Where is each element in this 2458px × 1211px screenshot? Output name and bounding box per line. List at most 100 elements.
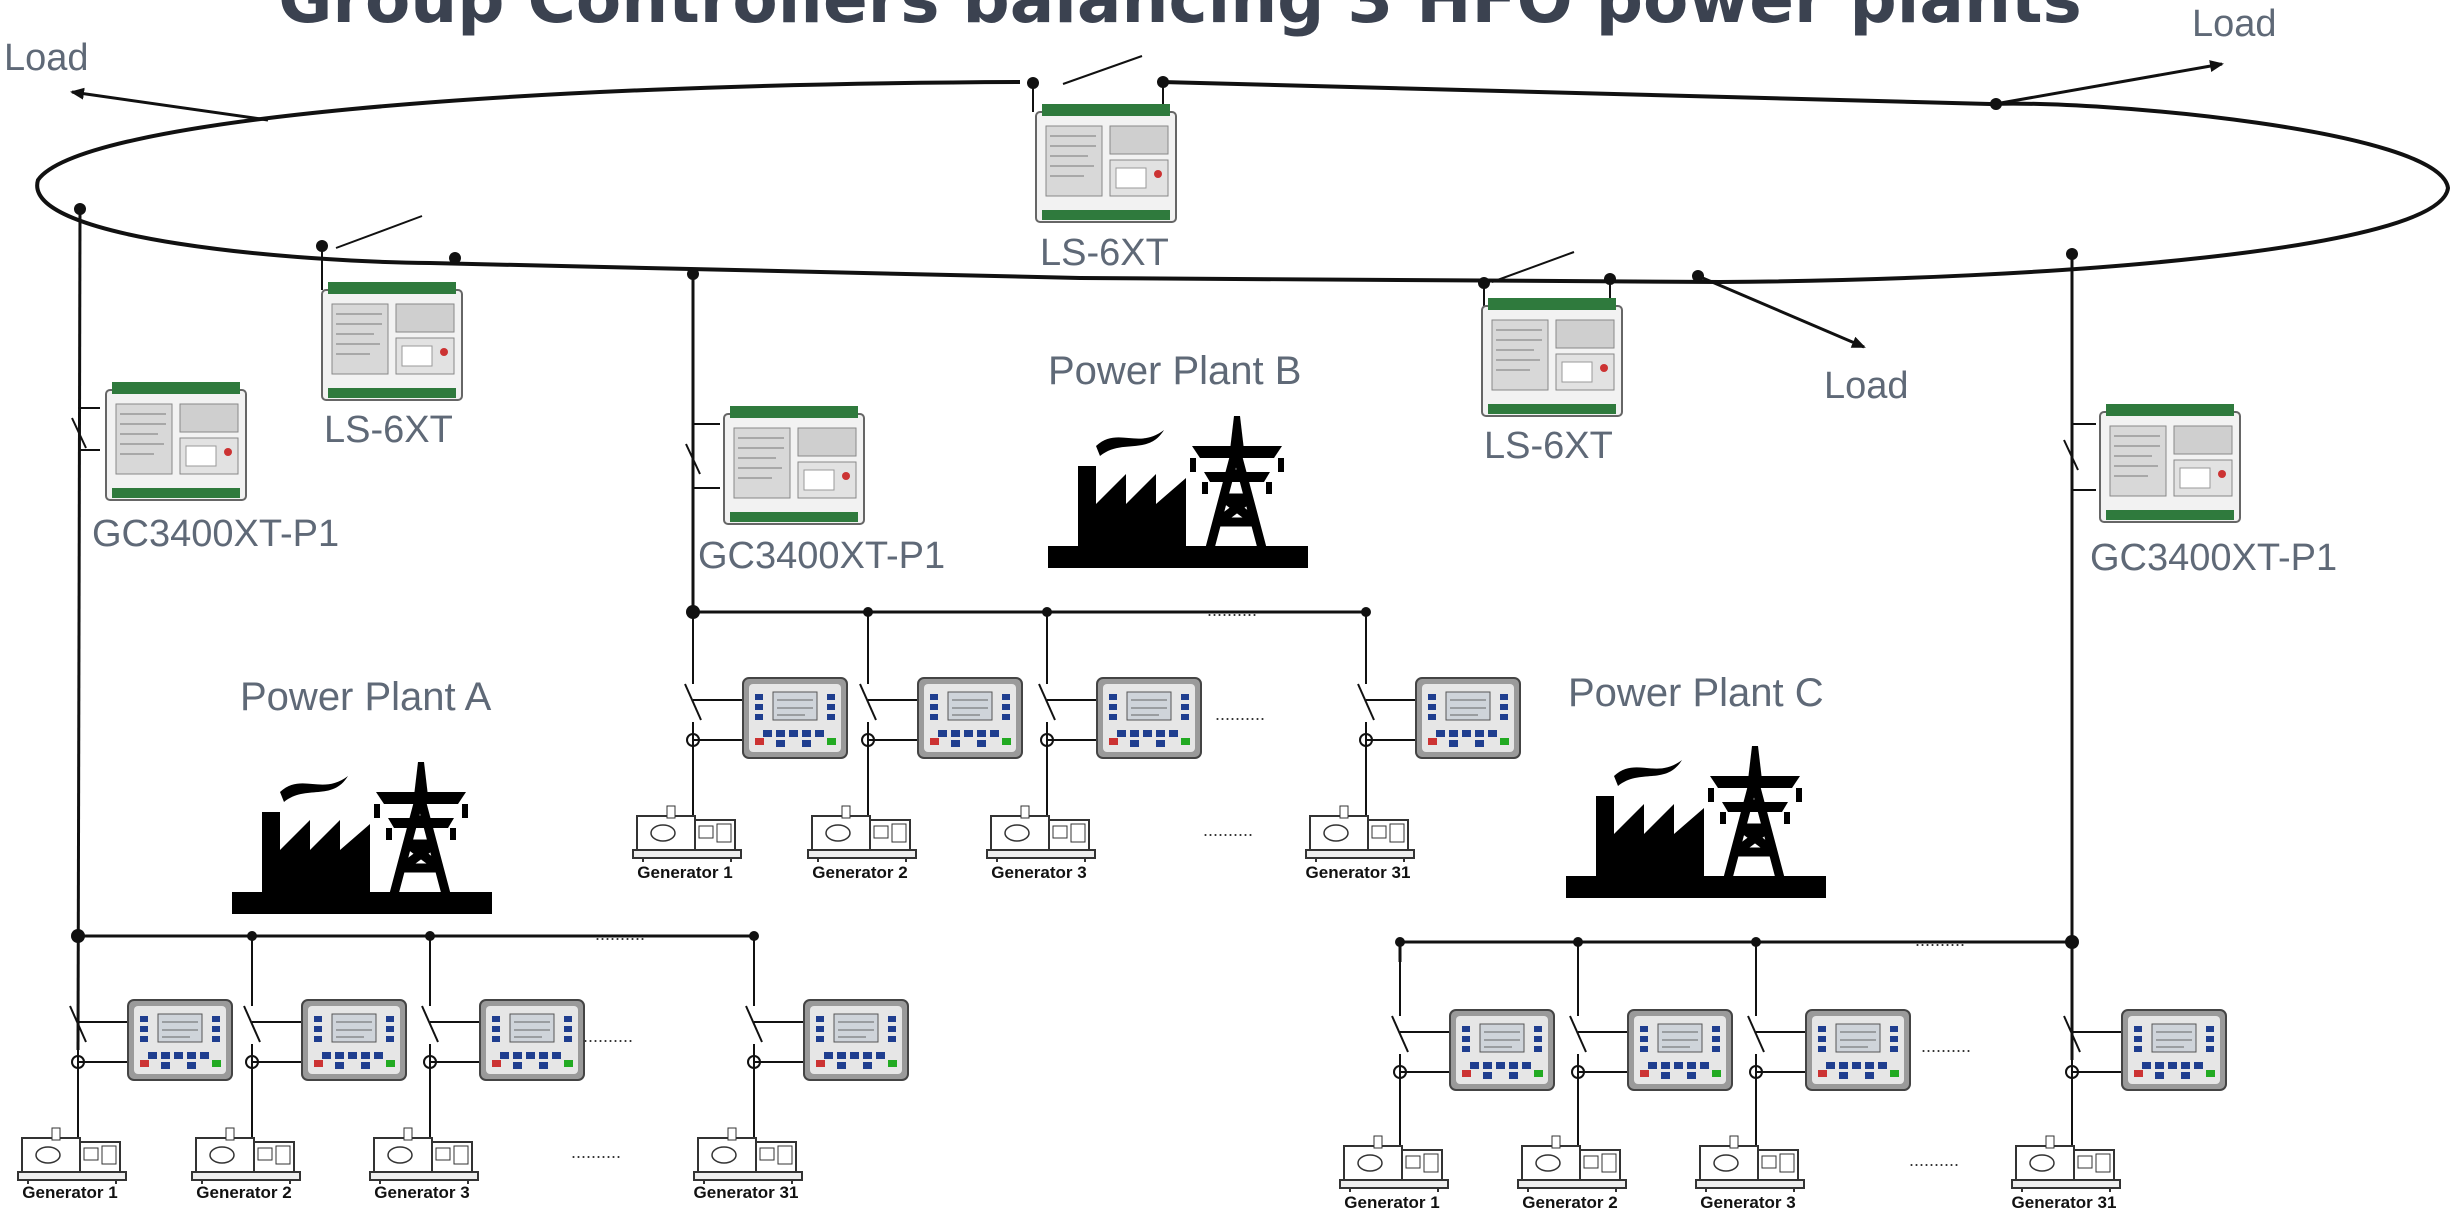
- generator-row-b: Generator 1 Generator 2 Generator 3 Generat…: [632, 600, 1521, 882]
- generator-row-c: Generator 1 Generator 2 Generator 3 Generat…: [1339, 930, 2227, 1211]
- gc-label-c: GC3400XT-P1: [2090, 537, 2337, 579]
- generator-set: [191, 1127, 301, 1185]
- ellipsis-bus: ..........: [1207, 600, 1257, 620]
- genset-controller: [1627, 1009, 1733, 1091]
- ellipsis-bus: ..........: [595, 924, 645, 944]
- genset-controller: [301, 999, 407, 1081]
- generator-set: [693, 1127, 803, 1185]
- plant-b-feeder: GC3400XT-P1: [685, 274, 945, 619]
- plant-c-icon: [1566, 746, 1826, 898]
- generator-label: Generator 1: [637, 863, 732, 882]
- ls-module-top: LS-6XT: [1032, 82, 1177, 274]
- plant-a-label: Power Plant A: [240, 675, 492, 719]
- genset-controller: [1805, 1009, 1911, 1091]
- breaker-blade: [684, 683, 702, 721]
- breaker-blade: [1038, 683, 1056, 721]
- generator-label: Generator 3: [374, 1183, 469, 1202]
- generator-label: Generator 3: [991, 863, 1086, 882]
- genset-controller: [127, 999, 233, 1081]
- load-label-left: Load: [4, 37, 89, 79]
- generator-label: Generator 31: [2012, 1193, 2117, 1211]
- ring-breaker-top: [1062, 55, 1143, 85]
- ellipsis-generators: ..........: [1909, 1150, 1959, 1170]
- plant-b-icon: [1048, 416, 1308, 568]
- load-label-right: Load: [2192, 3, 2277, 45]
- generator-set: [2011, 1135, 2121, 1193]
- genset-controller: [479, 999, 585, 1081]
- generator-set: [1695, 1135, 1805, 1193]
- generator-unit: Generator 31: [1305, 607, 1521, 882]
- plant-a-icon: [232, 762, 492, 914]
- generator-unit: Generator 2: [1517, 937, 1733, 1211]
- genset-controller: [1449, 1009, 1555, 1091]
- breaker-blade: [421, 1005, 439, 1043]
- junction-dot: [449, 252, 461, 264]
- generator-set: [1305, 805, 1415, 863]
- generator-set: [986, 805, 1096, 863]
- diagram-title: Group Controllers balancing 3 HFO power …: [278, 0, 2082, 38]
- generator-row-a: Generator 1 Generator 2 Generator 3 Generat…: [17, 924, 909, 1202]
- load-arrow-right: [1994, 60, 2224, 106]
- ls-label-left: LS-6XT: [324, 409, 453, 451]
- plant-b-label: Power Plant B: [1048, 349, 1301, 393]
- generator-unit: Generator 1: [1339, 937, 1555, 1211]
- generator-unit: Generator 31: [2011, 937, 2227, 1211]
- generator-set: [17, 1127, 127, 1185]
- ellipsis-controllers: ..........: [1215, 704, 1265, 724]
- generator-label: Generator 2: [196, 1183, 291, 1202]
- generator-unit: Generator 3: [1695, 937, 1911, 1211]
- generator-unit: Generator 2: [807, 607, 1023, 882]
- generator-unit: Generator 3: [986, 607, 1202, 882]
- generator-label: Generator 1: [1344, 1193, 1439, 1211]
- generator-label: Generator 2: [812, 863, 907, 882]
- genset-controller: [1096, 677, 1202, 759]
- genset-controller: [803, 999, 909, 1081]
- ls-label-right: LS-6XT: [1484, 425, 1613, 467]
- ring-bus: [35, 80, 2451, 285]
- generator-set: [1517, 1135, 1627, 1193]
- ellipsis-controllers: ..........: [583, 1026, 633, 1046]
- generator-set: [807, 805, 917, 863]
- breaker-blade: [1569, 1015, 1587, 1053]
- generator-set: [369, 1127, 479, 1185]
- generator-unit: Generator 2: [191, 931, 407, 1202]
- generator-set: [632, 805, 742, 863]
- junction-dot: [1692, 270, 1704, 282]
- plant-c-label: Power Plant C: [1568, 671, 1824, 715]
- generator-unit: Generator 1: [17, 931, 233, 1202]
- ellipsis-controllers: ..........: [1921, 1036, 1971, 1056]
- ring-breaker-right: [1491, 251, 1575, 283]
- genset-controller: [917, 677, 1023, 759]
- junction-dot: [1990, 98, 2002, 110]
- generator-unit: Generator 31: [693, 931, 909, 1202]
- generator-unit: Generator 3: [369, 931, 585, 1202]
- generator-rows: Generator 1 Generator 2 Generator 3 Generat…: [17, 600, 2227, 1211]
- ring-breaker-left: [335, 215, 423, 249]
- breaker-blade: [745, 1005, 763, 1043]
- breaker-blade: [859, 683, 877, 721]
- ls-module-right: LS-6XT: [1481, 279, 1623, 467]
- genset-controller: [742, 677, 848, 759]
- plant-a-feeder: GC3400XT-P1: [71, 208, 339, 1051]
- ellipsis-generators: ..........: [1203, 820, 1253, 840]
- load-arrow-middle: [1697, 274, 1866, 349]
- plant-c-feeder: GC3400XT-P1: [2063, 254, 2337, 1060]
- gc-label-a: GC3400XT-P1: [92, 513, 339, 555]
- genset-controller: [2121, 1009, 2227, 1091]
- generator-label: Generator 3: [1700, 1193, 1795, 1211]
- load-arrow-left: [70, 87, 269, 122]
- breaker-blade: [2063, 1015, 2081, 1053]
- load-label-middle: Load: [1824, 365, 1909, 407]
- breaker-blade: [69, 1005, 87, 1043]
- gc-label-b: GC3400XT-P1: [698, 535, 945, 577]
- generator-label: Generator 31: [1306, 863, 1411, 882]
- ellipsis-generators: ..........: [571, 1142, 621, 1162]
- generator-label: Generator 31: [694, 1183, 799, 1202]
- ls-label-top: LS-6XT: [1040, 232, 1169, 274]
- breaker-blade: [1357, 683, 1375, 721]
- generator-label: Generator 1: [22, 1183, 117, 1202]
- generator-label: Generator 2: [1522, 1193, 1617, 1211]
- ls-module-left: LS-6XT: [321, 246, 463, 451]
- breaker-blade: [1391, 1015, 1409, 1053]
